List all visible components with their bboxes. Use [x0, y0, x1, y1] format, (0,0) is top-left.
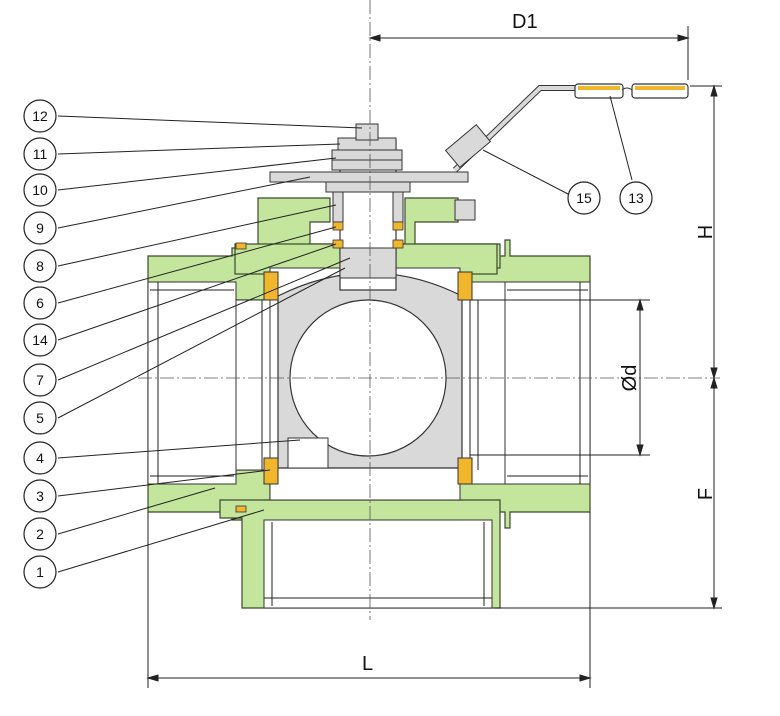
callout-6: 6 [23, 286, 57, 320]
callout-13: 13 [619, 181, 653, 215]
dim-f-label: F [695, 488, 717, 500]
callout-9: 9 [23, 211, 57, 245]
svg-text:11: 11 [33, 146, 48, 162]
stem-assembly [269, 123, 476, 291]
seat-top-left [263, 271, 279, 301]
svg-text:10: 10 [32, 182, 48, 198]
dim-od-label: Ød [619, 365, 641, 392]
dim-d1-label: D1 [512, 11, 538, 33]
leader-lines [57, 95, 633, 573]
dim-l-label: L [362, 653, 373, 675]
callout-2: 2 [23, 517, 57, 551]
svg-text:15: 15 [576, 190, 592, 206]
svg-text:13: 13 [628, 190, 644, 206]
callout-12: 12 [23, 99, 57, 133]
svg-text:1: 1 [36, 564, 44, 580]
svg-text:3: 3 [36, 488, 44, 504]
callout-8: 8 [23, 249, 57, 283]
seat-top-right [457, 271, 473, 301]
callout-1: 1 [23, 555, 57, 589]
callout-7: 7 [23, 363, 57, 397]
svg-text:6: 6 [36, 295, 44, 311]
svg-text:14: 14 [32, 332, 48, 348]
dimension-lines [146, 26, 722, 688]
callout-5: 5 [23, 401, 57, 435]
dim-h-label: H [695, 225, 717, 239]
callout-15: 15 [567, 181, 601, 215]
handle [444, 83, 689, 173]
svg-text:7: 7 [36, 372, 44, 388]
seat-bottom-right [457, 457, 473, 485]
centerlines [138, 0, 720, 620]
svg-text:4: 4 [36, 450, 44, 466]
svg-text:2: 2 [36, 526, 44, 542]
callout-14: 14 [23, 323, 57, 357]
svg-text:12: 12 [32, 108, 48, 124]
svg-text:8: 8 [36, 258, 44, 274]
callout-11: 11 [23, 137, 57, 171]
callout-4: 4 [23, 441, 57, 475]
callout-10: 10 [23, 173, 57, 207]
seat-bottom-left [263, 457, 279, 485]
svg-text:5: 5 [36, 410, 44, 426]
callouts: 12 11 10 9 8 6 14 7 [23, 99, 653, 589]
svg-text:9: 9 [36, 220, 44, 236]
callout-3: 3 [23, 479, 57, 513]
